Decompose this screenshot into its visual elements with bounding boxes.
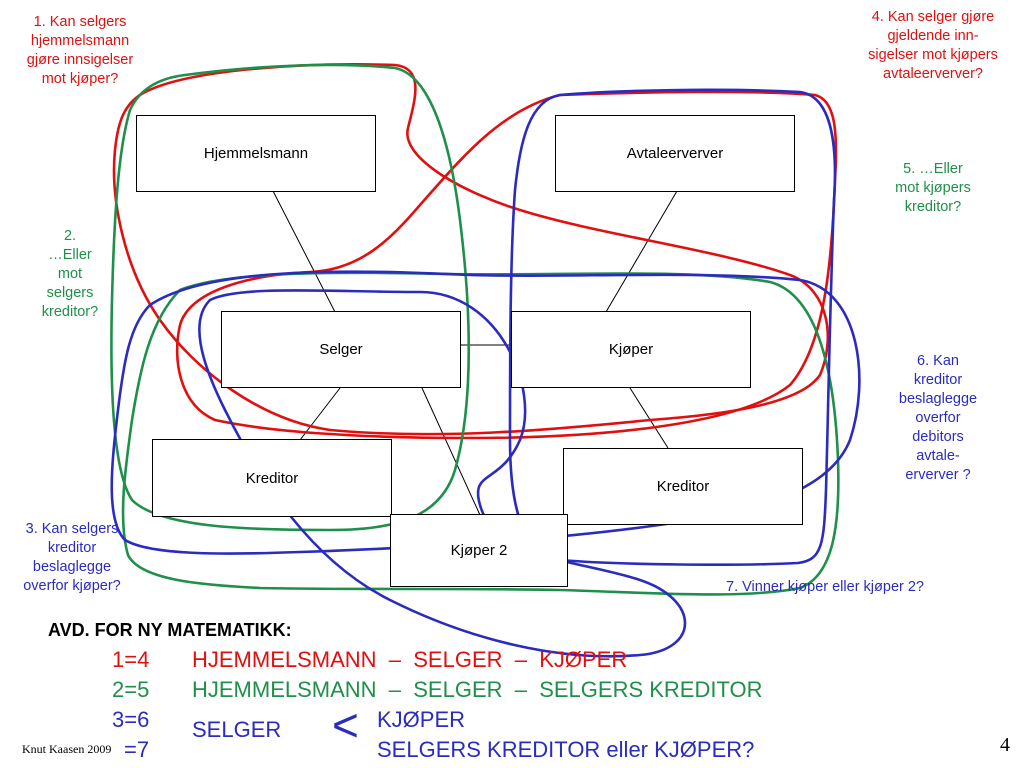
note-3-line: overfor kjøper? xyxy=(23,578,121,594)
node-hjemmelsmann: Hjemmelsmann xyxy=(136,115,376,192)
note-7-text: 7. Vinner kjøper eller kjøper 2? xyxy=(726,579,924,595)
node-kjoper-label: Kjøper xyxy=(608,341,654,358)
note-3-line: kreditor xyxy=(47,540,97,556)
note-5-line: kreditor? xyxy=(904,199,962,215)
row4-text: SELGERS KREDITOR eller KJØPER? xyxy=(377,737,755,762)
node-kjoper2: Kjøper 2 xyxy=(390,514,568,587)
green-loop-2 xyxy=(110,63,471,532)
note-5-line: 5. …Eller xyxy=(903,161,963,177)
node-selger: Selger xyxy=(221,311,461,388)
row2-number: 2=5 xyxy=(112,677,150,702)
note-2: 2. …Eller mot selgers kreditor? xyxy=(20,227,120,322)
note-6-line: overfor xyxy=(915,410,961,426)
note-7: 7. Vinner kjøper eller kjøper 2? xyxy=(700,578,950,597)
row4-number: =7 xyxy=(124,737,150,762)
note-6-line: 6. Kan xyxy=(917,353,959,369)
red-loop-4 xyxy=(175,90,838,440)
node-kreditor-right: Kreditor xyxy=(563,448,803,525)
note-4-line: 4. Kan selger gjøre xyxy=(871,9,995,25)
note-1-line: 1. Kan selgers xyxy=(33,14,127,30)
note-5-line: mot kjøpers xyxy=(895,180,971,196)
note-2-line: …Eller xyxy=(48,247,92,263)
note-1: 1. Kan selgers hjemmelsmann gjøre innsig… xyxy=(10,13,150,89)
note-3-line: 3. Kan selgers xyxy=(25,521,119,537)
note-2-line: kreditor? xyxy=(41,304,99,320)
row3-bracket: < xyxy=(332,699,359,751)
note-4-line: gjeldende inn- xyxy=(887,28,979,44)
node-avtaleerverver-label: Avtaleerverver xyxy=(626,145,724,162)
row1-number: 1=4 xyxy=(112,647,150,672)
row1-text: HJEMMELSMANN – SELGER – KJØPER xyxy=(192,647,628,672)
note-2-line: mot xyxy=(57,266,83,282)
note-4: 4. Kan selger gjøre gjeldende inn- sigel… xyxy=(848,8,1018,84)
note-4-line: sigelser mot kjøpers xyxy=(868,47,998,63)
note-6-line: avtale- xyxy=(916,448,960,464)
note-1-line: hjemmelsmann xyxy=(30,33,130,49)
row3-selger: SELGER xyxy=(192,717,282,742)
note-6: 6. Kan kreditor beslaglegge overfor debi… xyxy=(878,352,998,485)
node-kreditor-left-label: Kreditor xyxy=(245,469,299,487)
note-3-line: beslaglegge xyxy=(32,559,112,575)
row2-text: HJEMMELSMANN – SELGER – SELGERS KREDITOR xyxy=(192,677,763,702)
node-kjoper2-label: Kjøper 2 xyxy=(450,542,508,559)
green-loop-5 xyxy=(121,271,840,596)
note-2-line: selgers xyxy=(46,285,94,301)
note-1-line: mot kjøper? xyxy=(41,71,119,87)
row3-kjoper: KJØPER xyxy=(377,707,466,732)
note-6-line: erverver ? xyxy=(905,467,971,483)
line-selger-kjoper2 xyxy=(421,387,481,516)
node-hjemmelsmann-label: Hjemmelsmann xyxy=(203,145,309,162)
note-2-line: 2. xyxy=(63,228,77,244)
row3-number: 3=6 xyxy=(112,707,150,732)
footer-author: Knut Kaasen 2009 xyxy=(22,742,112,756)
note-3: 3. Kan selgers kreditor beslaglegge over… xyxy=(2,520,142,596)
note-1-line: gjøre innsigelser xyxy=(26,52,134,68)
note-6-line: kreditor xyxy=(913,372,963,388)
note-6-line: beslaglegge xyxy=(898,391,978,407)
line-avtaleerverver-kjoper xyxy=(605,190,678,313)
node-kreditor-left: Kreditor xyxy=(152,439,392,517)
line-hjemmelsmann-selger xyxy=(272,190,336,313)
line-kjoper-kreditor xyxy=(629,387,669,449)
bottom-heading: AVD. FOR NY MATEMATIKK: xyxy=(48,620,292,640)
page-number: 4 xyxy=(1000,734,1010,756)
blue-loop-6 xyxy=(508,88,837,566)
node-selger-label: Selger xyxy=(319,341,363,358)
green-loops xyxy=(110,63,840,596)
note-4-line: avtaleerverver? xyxy=(883,66,983,82)
node-kreditor-right-label: Kreditor xyxy=(656,478,710,495)
note-5: 5. …Eller mot kjøpers kreditor? xyxy=(868,160,998,217)
node-kjoper: Kjøper xyxy=(511,311,751,388)
node-avtaleerverver: Avtaleerverver xyxy=(555,115,795,192)
note-6-line: debitors xyxy=(912,429,964,445)
